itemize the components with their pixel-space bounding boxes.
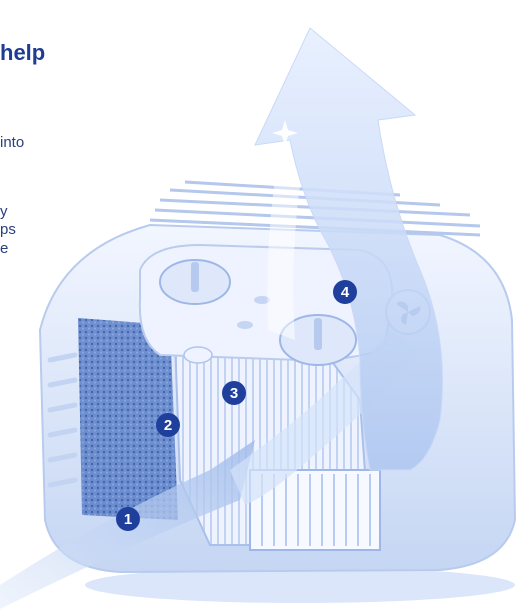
step-marker-2: 2 [156, 413, 180, 437]
brand-badge [184, 347, 212, 363]
step-marker-4: 4 [333, 280, 357, 304]
step-marker-1-label: 1 [124, 511, 132, 528]
step-marker-2-label: 2 [164, 417, 172, 434]
step-marker-3-label: 3 [230, 385, 238, 402]
step-marker-4-label: 4 [341, 284, 350, 301]
step-marker-1: 1 [116, 507, 140, 531]
step-marker-3: 3 [222, 381, 246, 405]
control-knob [160, 260, 230, 304]
